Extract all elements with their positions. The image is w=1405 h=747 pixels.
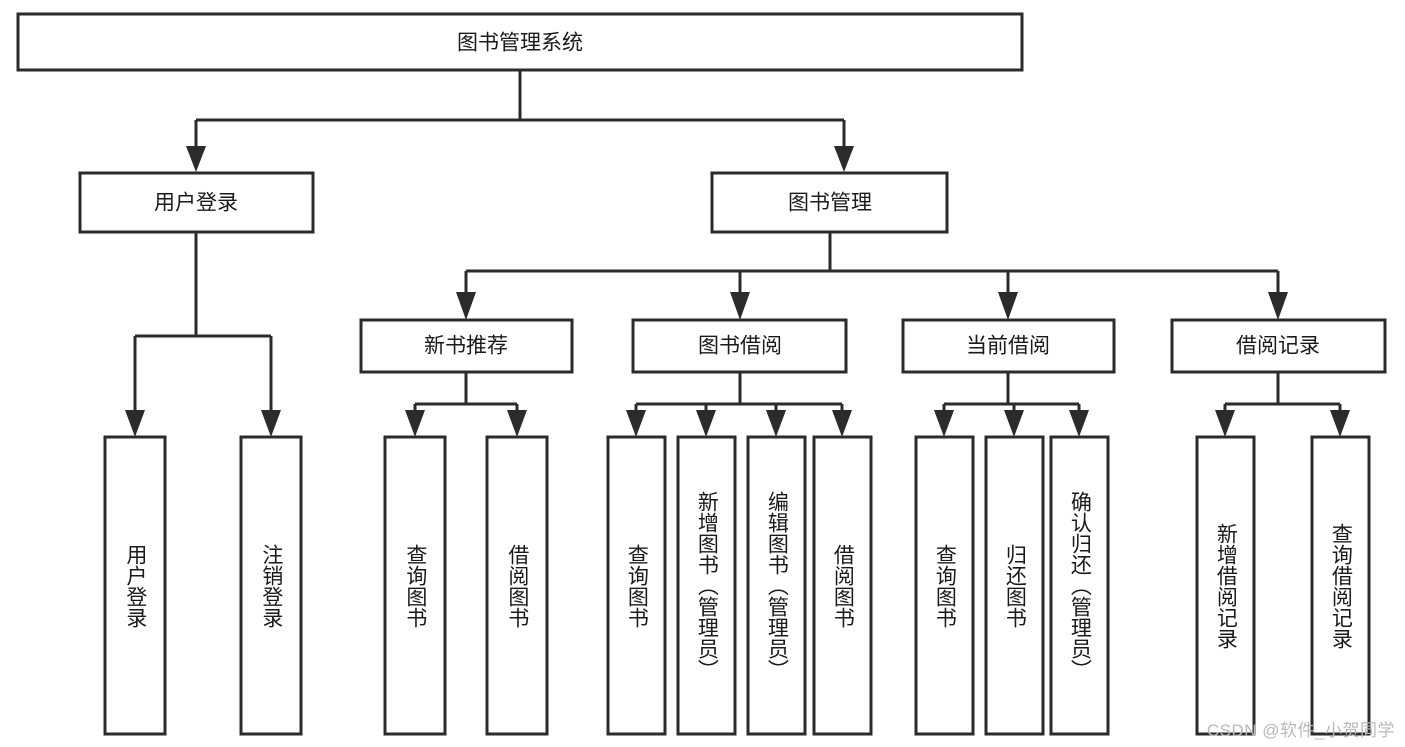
arrow-head-icon: [730, 292, 750, 320]
arrow-head-icon: [261, 410, 281, 437]
connector-currentborrow-to-leaves: [934, 372, 1089, 437]
node-root-system[interactable]: 图书管理系统: [16, 12, 1024, 72]
leaf-box-edit-book-admin[interactable]: [746, 435, 807, 736]
arrow-head-icon: [834, 146, 854, 172]
leaf-box-user-login[interactable]: [103, 435, 167, 736]
leaf-box-return-book[interactable]: [984, 435, 1045, 736]
leaf-box-query-book-2[interactable]: [606, 435, 667, 736]
node-label-book-management: 图书管理: [788, 192, 872, 215]
arrow-head-icon: [1069, 410, 1089, 437]
leaf-box-logout[interactable]: [239, 435, 303, 736]
arrow-head-icon: [998, 292, 1018, 320]
leaf-box-add-borrow-record[interactable]: [1195, 435, 1256, 736]
arrow-head-icon: [1004, 410, 1024, 437]
node-label-root-system: 图书管理系统: [457, 32, 583, 55]
connector-newbook-to-leaves: [405, 372, 527, 437]
leaf-box-query-book-3[interactable]: [914, 435, 975, 736]
node-user-login[interactable]: 用户登录: [78, 171, 315, 234]
arrow-head-icon: [626, 410, 646, 437]
node-label-borrow-record: 借阅记录: [1236, 335, 1320, 358]
arrow-head-icon: [934, 410, 954, 437]
node-book-borrow[interactable]: 图书借阅: [631, 318, 848, 374]
connector-bookmgmt-to-level3: [456, 232, 1288, 320]
node-book-management[interactable]: 图书管理: [710, 171, 949, 234]
leaf-box-query-borrow-record[interactable]: [1310, 435, 1371, 736]
arrow-head-icon: [186, 146, 206, 172]
leaf-box-borrow-book-1[interactable]: [485, 435, 549, 736]
node-label-book-borrow: 图书借阅: [698, 335, 782, 358]
leaf-box-query-book-1[interactable]: [383, 435, 447, 736]
connector-userlogin-to-leaves: [125, 232, 281, 437]
leaf-box-borrow-book-2[interactable]: [812, 435, 873, 736]
arrow-head-icon: [507, 410, 527, 437]
connector-root-to-level2: [186, 70, 854, 172]
arrow-head-icon: [696, 410, 716, 437]
leaf-box-confirm-return-admin[interactable]: [1049, 435, 1110, 736]
leaf-box-add-book-admin[interactable]: [676, 435, 737, 736]
node-label-user-login: 用户登录: [154, 192, 238, 215]
arrow-head-icon: [832, 410, 852, 437]
node-borrow-record[interactable]: 借阅记录: [1170, 318, 1387, 374]
connector-bookborrow-to-leaves: [626, 372, 852, 437]
csdn-watermark: CSDN @软件_小贺同学: [1206, 721, 1395, 740]
connector-borrowrecord-to-leaves: [1215, 372, 1350, 437]
arrow-head-icon: [1330, 410, 1350, 437]
arrow-head-icon: [1215, 410, 1235, 437]
arrow-head-icon: [766, 410, 786, 437]
arrow-head-icon: [456, 292, 476, 320]
node-label-current-borrow: 当前借阅: [966, 335, 1050, 358]
arrow-head-icon: [125, 410, 145, 437]
node-current-borrow[interactable]: 当前借阅: [901, 318, 1116, 374]
node-label-new-book-recommend: 新书推荐: [424, 335, 508, 358]
arrow-head-icon: [405, 410, 425, 437]
arrow-head-icon: [1268, 292, 1288, 320]
node-new-book-recommend[interactable]: 新书推荐: [359, 318, 574, 374]
